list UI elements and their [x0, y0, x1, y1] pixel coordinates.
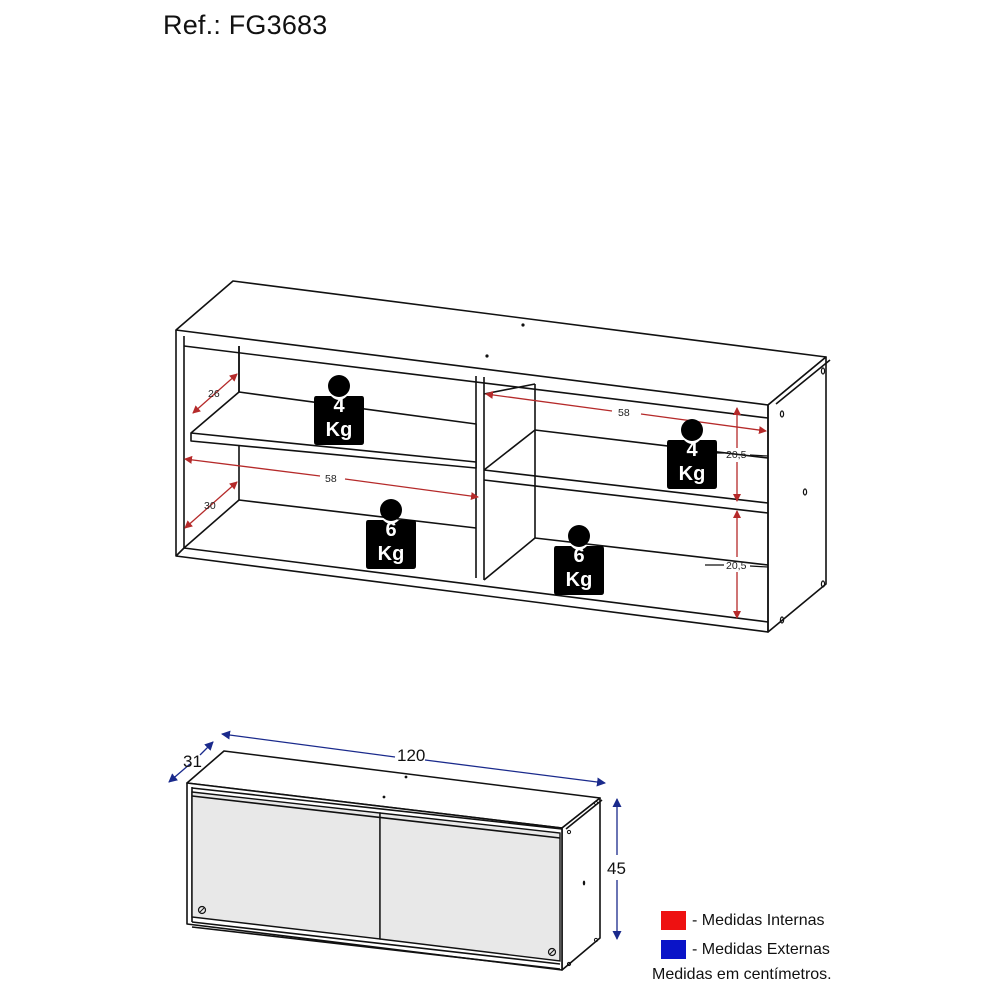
dim-left-upper-depth: 26: [208, 388, 220, 400]
internal-dimension-labels: 26 30 58 58 20,5 20,5: [204, 388, 747, 572]
weight-icon-left-lower: 6 Kg: [366, 499, 416, 569]
svg-text:6: 6: [573, 545, 584, 567]
door-unit-drawing: [186, 750, 603, 971]
svg-text:Kg: Kg: [378, 543, 405, 565]
weight-icon-left-upper: 4 Kg: [314, 375, 364, 445]
weight-icon-right-upper: 4 Kg: [667, 419, 717, 489]
legend-label-internal: - Medidas Internas: [692, 911, 825, 929]
weight-icon-right-lower: 6 Kg: [554, 525, 604, 595]
reference-title: Ref.: FG3683: [163, 10, 328, 40]
legend-label-external: - Medidas Externas: [692, 940, 830, 958]
svg-text:4: 4: [686, 439, 698, 461]
legend-item-external: - Medidas Externas: [652, 935, 832, 964]
dim-external-height: 45: [607, 859, 626, 878]
internal-color-swatch: [661, 911, 686, 930]
svg-text:Kg: Kg: [679, 463, 706, 485]
external-color-swatch: [661, 940, 686, 959]
dim-external-depth: 31: [183, 752, 202, 771]
external-dimensions: [169, 734, 617, 939]
sliding-door-right: [379, 812, 561, 962]
svg-text:Kg: Kg: [326, 419, 353, 441]
dim-left-lower-depth: 30: [204, 500, 216, 512]
legend: - Medidas Internas - Medidas Externas Me…: [652, 906, 832, 984]
dim-right-lower-height: 20,5: [726, 560, 747, 572]
svg-text:4: 4: [333, 395, 345, 417]
internal-dimensions: [185, 373, 768, 618]
dim-right-width: 58: [618, 407, 630, 419]
dim-right-upper-height: 20,5: [726, 449, 747, 461]
svg-text:6: 6: [385, 519, 396, 541]
units-note: Medidas em centímetros.: [652, 966, 832, 983]
dim-external-width: 120: [397, 746, 425, 765]
shelf-unit-drawing: [175, 280, 831, 633]
legend-item-internal: - Medidas Internas: [652, 906, 832, 935]
dim-left-width: 58: [325, 473, 337, 485]
svg-text:Kg: Kg: [566, 569, 593, 591]
